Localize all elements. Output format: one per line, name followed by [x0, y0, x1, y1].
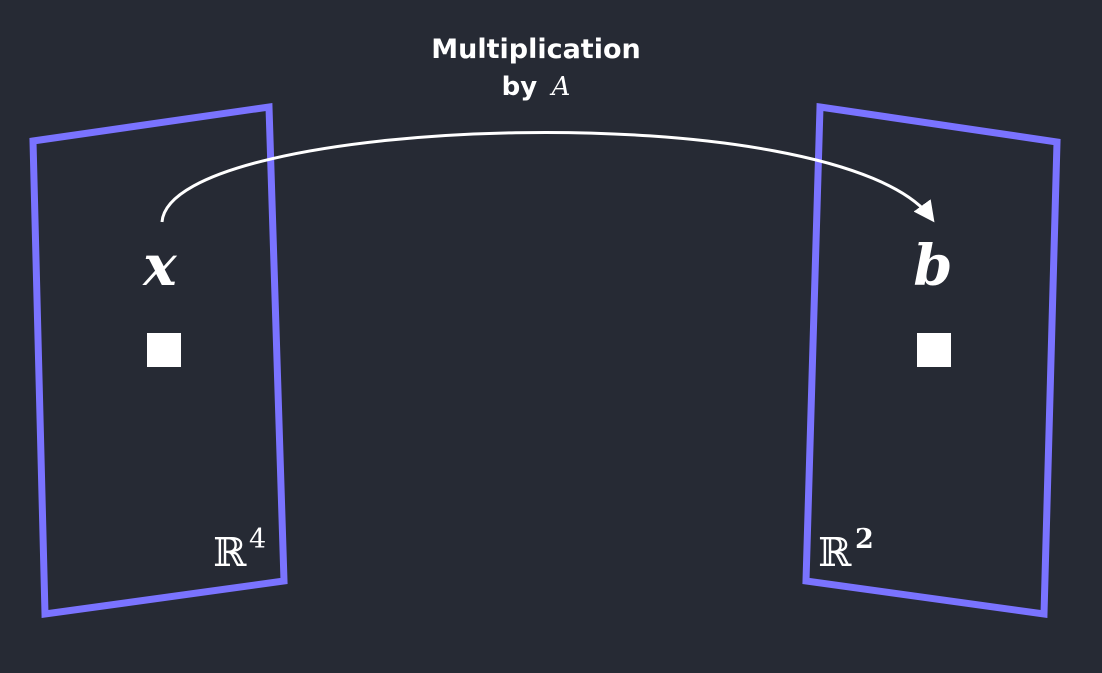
- domain-space-exponent: 4: [249, 524, 266, 555]
- domain-point: [147, 333, 181, 367]
- mapping-arrow: [160, 131, 935, 223]
- codomain-space-label: ℝ: [818, 530, 852, 576]
- codomain-space-exponent: 2: [855, 524, 874, 555]
- codomain-point: [917, 333, 951, 367]
- diagram-title-line2: by A: [502, 72, 571, 102]
- codomain-space-frame: [802, 102, 1061, 619]
- diagram-title-line1: Multiplication: [431, 34, 641, 65]
- diagram-title-by: by: [502, 72, 538, 102]
- matrix-symbol: A: [550, 72, 571, 102]
- codomain-space-symbol: ℝ: [818, 530, 852, 576]
- codomain-variable-label: b: [913, 233, 952, 299]
- domain-space-label: ℝ: [213, 530, 247, 576]
- domain-space-symbol: ℝ: [213, 530, 247, 576]
- domain-variable-label: x: [142, 233, 177, 299]
- domain-space-frame: [29, 102, 288, 619]
